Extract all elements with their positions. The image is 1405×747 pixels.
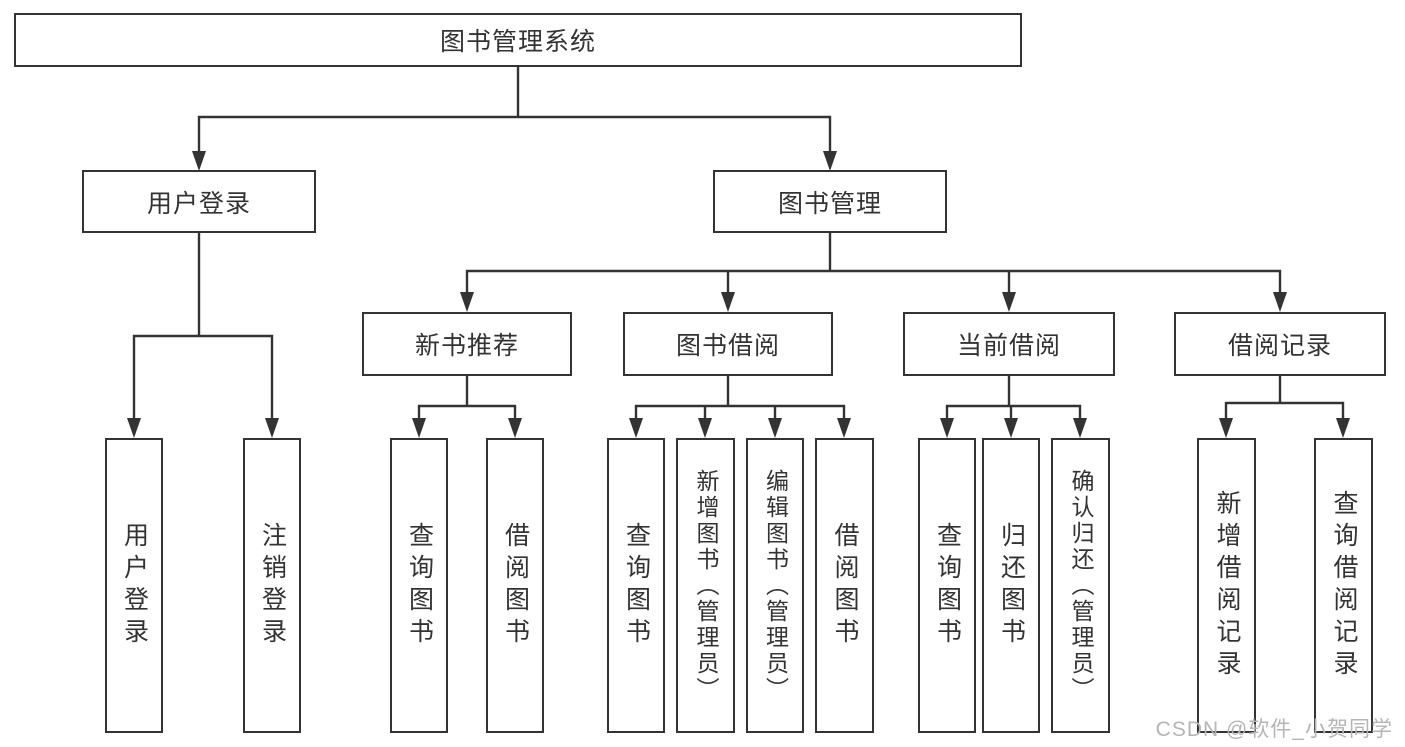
leaf-add-book-admin: 新增图书（管理员）: [676, 438, 735, 733]
node-user-login: 用户登录: [82, 170, 316, 233]
leaf-edit-book-admin: 编辑图书（管理员）: [746, 438, 804, 733]
leaf-add-borrow-record: 新增借阅记录: [1197, 438, 1256, 733]
leaf-borrow-books-recommend: 借阅图书: [486, 438, 544, 733]
leaf-borrow-books: 借阅图书: [815, 438, 874, 733]
node-label: 确认归还（管理员）: [1068, 468, 1094, 703]
node-borrow-records: 借阅记录: [1174, 312, 1386, 376]
node-root: 图书管理系统: [14, 13, 1022, 67]
node-label: 当前借阅: [956, 332, 1061, 360]
leaf-user-login: 用户登录: [105, 438, 163, 733]
leaf-return-books: 归还图书: [982, 438, 1040, 733]
csdn-watermark: CSDN @软件_小贺同学: [1155, 718, 1393, 741]
node-label: 用户登录: [120, 521, 149, 650]
node-label: 查询图书: [933, 521, 962, 650]
leaf-query-books-recommend: 查询图书: [390, 438, 448, 733]
node-label: 图书管理: [777, 189, 882, 218]
node-new-book-recommend: 新书推荐: [362, 312, 572, 376]
node-label: 新书推荐: [414, 332, 519, 360]
node-label: 查询图书: [622, 521, 651, 650]
node-book-management: 图书管理: [713, 170, 947, 233]
node-label: 新增图书（管理员）: [693, 468, 719, 703]
leaf-logout: 注销登录: [243, 438, 301, 733]
node-label: 借阅记录: [1227, 332, 1332, 360]
node-book-borrow: 图书借阅: [623, 312, 833, 376]
node-label: 借阅图书: [501, 521, 530, 650]
node-label: 归还图书: [997, 521, 1026, 650]
node-label: 新增借阅记录: [1213, 489, 1241, 682]
node-label: 图书管理系统: [439, 28, 596, 56]
leaf-query-books-current: 查询图书: [918, 438, 976, 733]
leaf-query-books-borrow: 查询图书: [607, 438, 665, 733]
node-label: 注销登录: [258, 521, 287, 650]
node-label: 图书借阅: [675, 332, 780, 360]
node-label: 借阅图书: [831, 521, 859, 650]
node-label: 编辑图书（管理员）: [762, 468, 789, 703]
node-current-borrow: 当前借阅: [903, 312, 1115, 376]
leaf-query-borrow-record: 查询借阅记录: [1314, 438, 1373, 733]
node-label: 查询借阅记录: [1330, 489, 1358, 682]
leaf-confirm-return-admin: 确认归还（管理员）: [1051, 438, 1110, 733]
node-label: 用户登录: [146, 189, 251, 218]
arrowheads: [127, 151, 1350, 438]
node-label: 查询图书: [405, 521, 434, 650]
tree-edges: [132, 67, 1345, 419]
